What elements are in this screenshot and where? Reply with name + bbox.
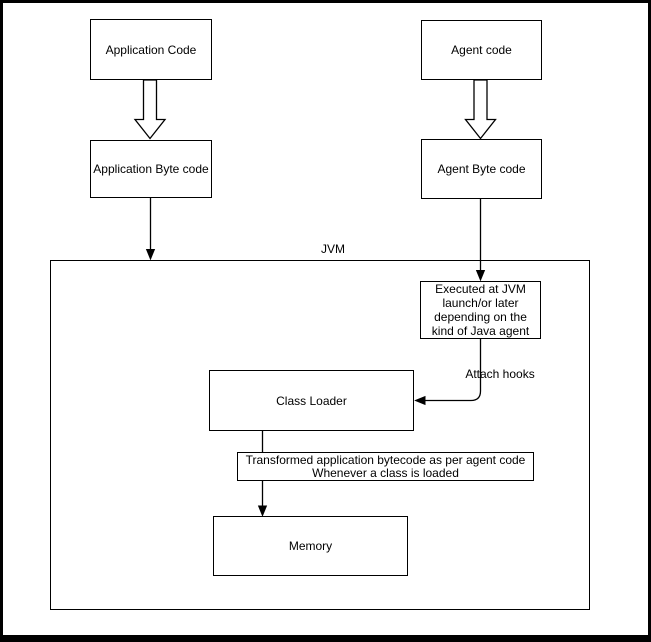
jvm-label: JVM (321, 242, 345, 256)
node-agent-byte-code-label: Agent Byte code (437, 162, 526, 176)
transformed-line-1: Transformed application bytecode as per … (245, 452, 526, 467)
node-memory-label: Memory (288, 539, 333, 553)
attach-hooks-label: Attach hooks (465, 367, 535, 381)
executed-line-3: depending on the (434, 310, 527, 324)
node-class-loader: Class Loader (209, 370, 414, 431)
node-agent-byte-code: Agent Byte code (421, 139, 542, 199)
node-agent-code: Agent code (421, 20, 542, 80)
node-application-byte-code: Application Byte code (90, 140, 212, 198)
node-agent-code-label: Agent code (451, 43, 512, 57)
block-arrow-application-code-to-bytecode (133, 79, 167, 140)
block-arrow-agent-code-to-bytecode (464, 79, 497, 140)
node-memory: Memory (213, 516, 408, 576)
node-class-loader-label: Class Loader (276, 393, 347, 408)
node-executed-at-jvm-launch: Executed at JVM launch/or later dependin… (420, 281, 541, 339)
executed-line-2: launch/or later (442, 296, 519, 310)
node-transformed-bytecode: Transformed application bytecode as per … (237, 452, 534, 481)
node-application-code-label: Application Code (105, 42, 197, 57)
executed-line-4: kind of Java agent (431, 324, 530, 338)
arrow-application-bytecode-to-jvm (145, 198, 156, 261)
node-application-byte-code-label: Application Byte code (93, 162, 209, 176)
node-application-code: Application Code (90, 19, 212, 80)
transformed-line-2: Whenever a class is loaded (312, 465, 459, 480)
executed-line-1: Executed at JVM (435, 282, 526, 296)
